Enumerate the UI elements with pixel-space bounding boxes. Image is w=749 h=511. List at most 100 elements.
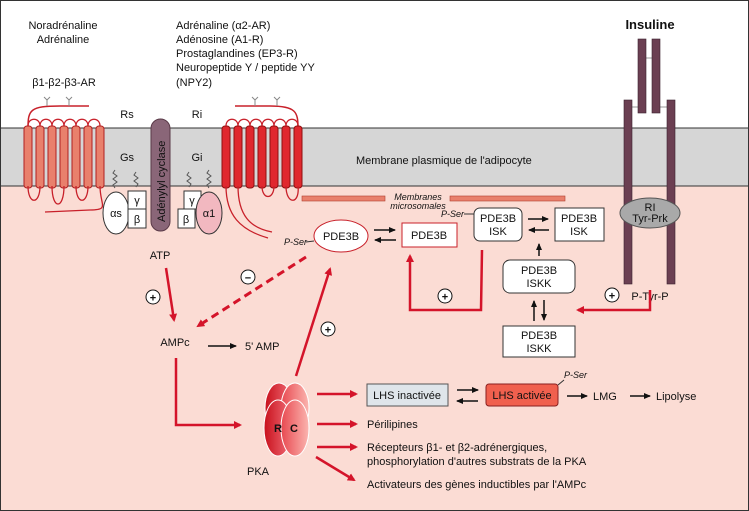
pde3b-label: PDE3B bbox=[480, 213, 516, 225]
transmembrane-helix bbox=[83, 125, 93, 189]
gamma-label: γ bbox=[134, 195, 140, 207]
pde3b-label: PDE3B bbox=[323, 231, 359, 243]
pka-target-arrow bbox=[315, 455, 356, 482]
transmembrane-helix bbox=[257, 125, 267, 189]
microsomal-label: microsomales bbox=[390, 201, 446, 211]
alpha-1-subunit bbox=[195, 191, 223, 235]
minus-sign-label: − bbox=[245, 273, 251, 285]
transmembrane-helix bbox=[95, 125, 105, 189]
5amp-label: 5' AMP bbox=[245, 341, 280, 353]
ligand-right: Neuropeptide Y / peptide YY bbox=[176, 62, 315, 74]
pka-label: PKA bbox=[247, 466, 270, 478]
alpha2-receptor bbox=[221, 96, 303, 239]
p-ser-label: P-Ser bbox=[564, 370, 588, 380]
iskk-label: ISKK bbox=[526, 278, 552, 290]
plus-sign-label: + bbox=[609, 291, 615, 303]
ligand-right: (NPY2) bbox=[176, 77, 212, 89]
alpha-1-label: α1 bbox=[203, 208, 215, 220]
pka-r-label: R bbox=[274, 423, 282, 435]
insulin-label: Insuline bbox=[625, 17, 674, 32]
p-ser-label: P-Ser bbox=[441, 209, 465, 219]
pka-complex: R C bbox=[263, 382, 310, 457]
pka-c-label: C bbox=[290, 423, 298, 435]
transmembrane-helix bbox=[293, 125, 303, 189]
plus-sign-icon bbox=[437, 288, 453, 304]
insulin-receptor bbox=[623, 38, 676, 285]
lhs-active-box bbox=[485, 383, 559, 407]
pde3b-box bbox=[401, 222, 458, 248]
transmembrane-helix bbox=[233, 125, 243, 189]
beta-label: β bbox=[134, 214, 140, 226]
p-ser-label: P-Ser bbox=[284, 237, 308, 247]
pka-activates-pde3b-arrow bbox=[294, 267, 332, 377]
pde3b-iskk-phospho bbox=[502, 259, 576, 294]
rs-label: Rs bbox=[120, 109, 134, 121]
ligand-left: Adrénaline bbox=[37, 34, 90, 46]
isk-label: ISK bbox=[489, 226, 507, 238]
membrane-label: Membrane plasmique de l'adipocyte bbox=[356, 155, 532, 167]
beta-subunit-i bbox=[177, 208, 196, 229]
alpha-s-label: αs bbox=[110, 208, 122, 220]
ri-tyrosine-kinase bbox=[619, 197, 681, 229]
pde3b-inhibits-ampc-arrow bbox=[196, 255, 307, 328]
beta-label: β bbox=[183, 214, 189, 226]
receptor-left-label: β1-β2-β3-AR bbox=[32, 77, 96, 89]
atp-to-ampc-arrow bbox=[164, 267, 178, 322]
transmembrane-helix bbox=[35, 125, 45, 189]
isk-label: ISK bbox=[570, 226, 588, 238]
beta-adrenergic-receptor bbox=[23, 96, 105, 213]
microsomal-label: Membranes bbox=[394, 192, 442, 202]
tyr-prk-label: Tyr-Prk bbox=[632, 213, 668, 225]
pde3b-label: PDE3B bbox=[561, 213, 597, 225]
gamma-label: γ bbox=[189, 195, 195, 207]
ligand-right: Adénosine (A1-R) bbox=[176, 34, 263, 46]
perilipins-label: Périlipines bbox=[367, 419, 418, 431]
isk-activates-pde3b-arrow bbox=[406, 249, 484, 312]
transmembrane-helix bbox=[71, 125, 81, 189]
camp-genes-label: Activateurs des gènes inductibles par l'… bbox=[367, 479, 587, 491]
pde3b-label: PDE3B bbox=[411, 230, 447, 242]
ligand-left: Noradrénaline bbox=[28, 20, 97, 32]
microsomal-membrane bbox=[449, 195, 566, 202]
pde3b-isk-phospho bbox=[473, 207, 523, 242]
gi-label: Gi bbox=[192, 152, 203, 164]
beta-receptors-label: Récepteurs β1- et β2-adrénergiques, bbox=[367, 442, 547, 454]
lipid-anchor-icon bbox=[112, 169, 212, 189]
transmembrane-helix bbox=[269, 125, 279, 189]
beta-subunit-s bbox=[127, 208, 147, 229]
ampc-label: AMPc bbox=[160, 337, 190, 349]
transmembrane-helix bbox=[59, 125, 69, 189]
plus-sign-label: + bbox=[442, 292, 448, 304]
transmembrane-helix bbox=[281, 125, 291, 189]
plus-sign-label: + bbox=[150, 293, 156, 305]
pde3b-label: PDE3B bbox=[521, 265, 557, 277]
ampc-to-pka-arrow bbox=[174, 358, 242, 429]
plus-sign-icon bbox=[320, 321, 336, 337]
minus-sign-icon bbox=[240, 269, 256, 285]
other-substrates-label: phosphorylation d'autres substrats de la… bbox=[367, 456, 587, 468]
iskk-label: ISKK bbox=[526, 343, 552, 355]
transmembrane-helix bbox=[245, 125, 255, 189]
lmg-label: LMG bbox=[593, 391, 617, 403]
pde3b-phospho bbox=[313, 219, 369, 253]
plus-sign-icon bbox=[145, 289, 161, 305]
atp-label: ATP bbox=[150, 250, 171, 262]
lhs-active-label: LHS activée bbox=[492, 390, 551, 402]
plus-sign-label: + bbox=[325, 325, 331, 337]
pde3b-isk bbox=[554, 207, 605, 242]
ligand-right: Prostaglandines (EP3-R) bbox=[176, 48, 298, 60]
ri-label: Ri bbox=[192, 109, 202, 121]
microsomal-membrane bbox=[301, 195, 386, 202]
transmembrane-helix bbox=[47, 125, 57, 189]
lhs-inactive-label: LHS inactivée bbox=[373, 390, 441, 402]
adenylyl-cyclase bbox=[150, 118, 171, 232]
ligand-right: Adrénaline (α2-AR) bbox=[176, 20, 270, 32]
adenylyl-cyclase-label: Adénylyl cyclase bbox=[156, 141, 168, 222]
lipolysis-label: Lipolyse bbox=[656, 391, 696, 403]
ri-label: RI bbox=[645, 202, 656, 214]
lhs-inactive-box bbox=[366, 383, 449, 407]
transmembrane-helix bbox=[23, 125, 33, 189]
pde3b-label: PDE3B bbox=[521, 330, 557, 342]
